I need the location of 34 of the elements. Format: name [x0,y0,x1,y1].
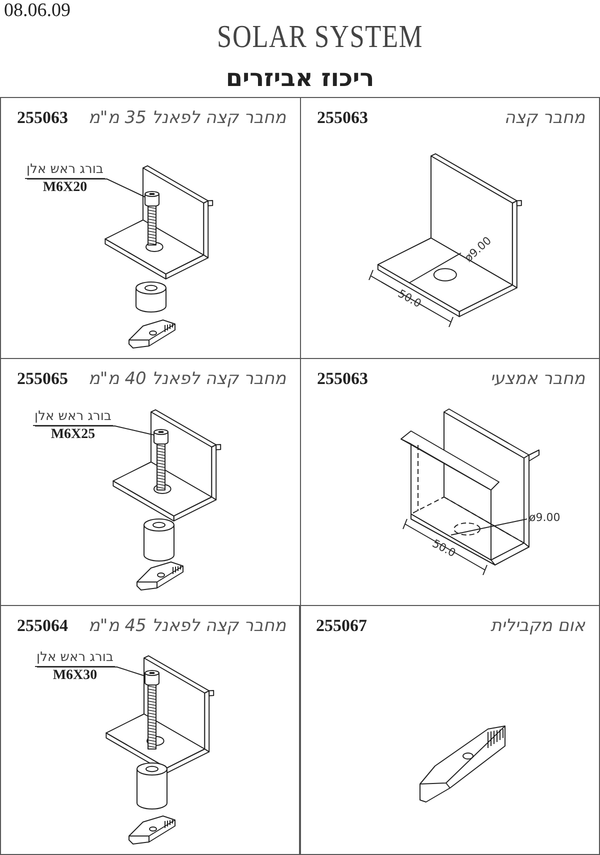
dimension-label: 50.0 [396,287,424,310]
bolt-drawing [144,670,160,750]
leader-line [26,178,146,198]
part-number: 255063 [17,108,68,128]
part-name: בורג ראש אלן [32,409,114,426]
part-name: בורג ראש אלן [34,650,116,667]
part-name: בורג ראש אלן [24,162,106,179]
part-panel [0,605,301,855]
bolt-drawing [144,191,160,246]
bolt-size: M6X25 [50,426,96,443]
part-name: מחבר קצה [504,108,585,128]
part-name: מחבר קצה לפאנל 45 מ"מ [88,616,286,636]
subtitle: ריכוז אביזרים [224,64,376,92]
part-number: 255067 [316,616,367,636]
part-panel [300,97,600,359]
leader-line [34,426,154,436]
part-number: 255065 [17,369,68,389]
part-panel [299,605,600,855]
title: SOLAR SYSTEM [216,18,424,55]
bolt-size: M6X30 [52,667,98,684]
part-name: מחבר אמצעי [490,369,585,389]
part-number: 255063 [317,108,368,128]
part-number: 255063 [317,369,368,389]
bolt-drawing [153,429,169,491]
dimension-label: ø9.00 [529,511,560,524]
part-panel [0,97,301,359]
part-number: 255064 [17,616,68,636]
bolt-size: M6X20 [42,179,88,196]
leader-line [36,666,146,676]
dimension-label: 50.0 [430,537,458,560]
date: 08.06.09 [4,0,70,22]
part-name: אום מקבילית [490,616,585,636]
part-name: מחבר קצה לפאנל 40 מ"מ [88,369,286,389]
part-name: מחבר קצה לפאנל 35 מ"מ [88,108,286,128]
